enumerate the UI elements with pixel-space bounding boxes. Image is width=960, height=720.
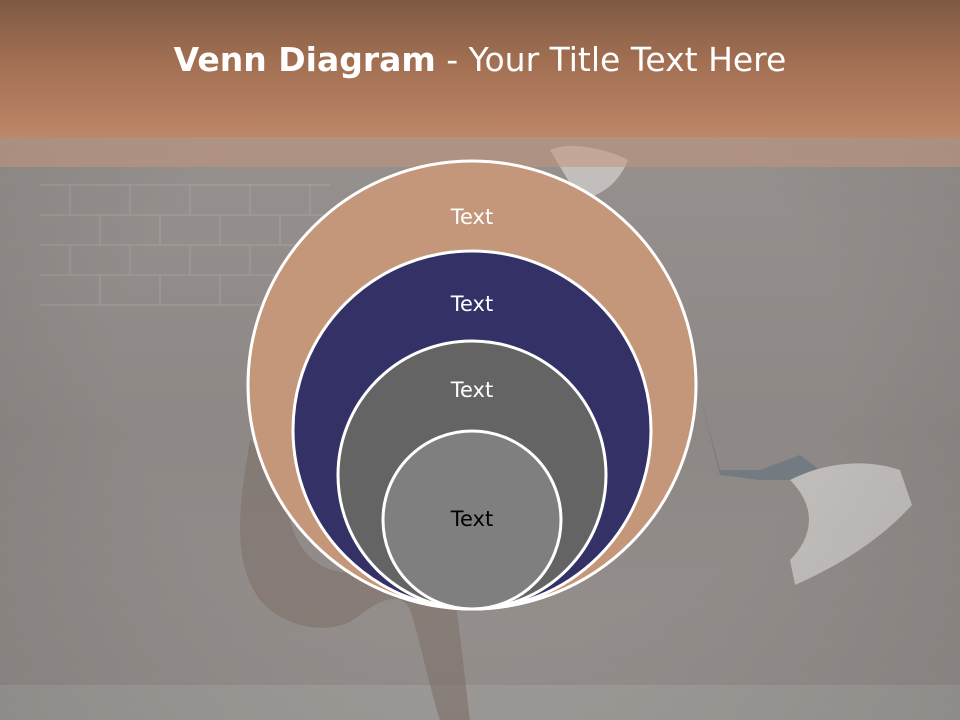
title-band [0,0,960,137]
venn-circle-2-label: Text [450,292,493,316]
venn-circle-1-label: Text [450,205,493,229]
venn-circle-4: Text [381,429,563,611]
slide-title-bold: Venn Diagram [173,40,436,79]
slide-title-rest: - Your Title Text Here [435,40,787,79]
venn-circle-3-label: Text [450,378,493,402]
venn-circle-4-label: Text [450,507,493,531]
slide-title: Venn Diagram - Your Title Text Here [0,40,960,79]
